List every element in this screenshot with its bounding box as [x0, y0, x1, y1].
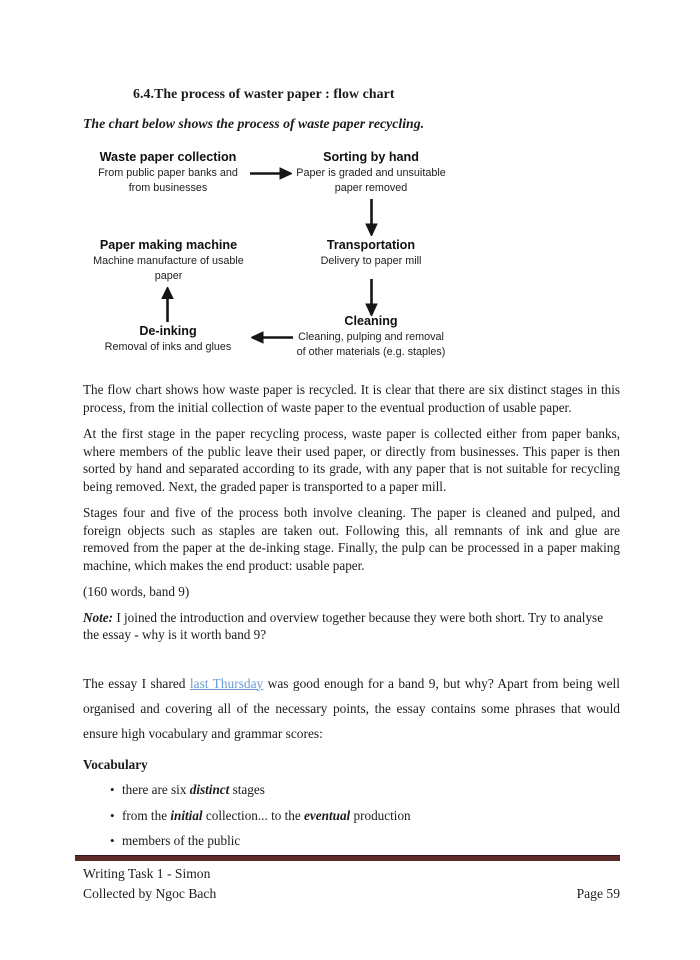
essay-paragraph-stages-4-6: Stages four and five of the process both… — [83, 505, 620, 573]
flow-node-title: Paper making machine — [99, 238, 238, 252]
vocabulary-heading: Vocabulary — [83, 756, 148, 772]
flow-node-desc: Machine manufacture of usable paper — [93, 255, 244, 282]
bullet-emphasis: eventual — [304, 807, 351, 823]
commentary-text-pre: The essay I shared — [83, 675, 190, 691]
word-count-line: (160 words, band 9) — [83, 584, 190, 599]
bullet-text: collection... to the — [202, 807, 305, 823]
flow-node-title: Sorting by hand — [323, 150, 419, 164]
bullet-text: from the — [122, 807, 171, 823]
page-footer: Writing Task 1 - Simon Collected by Ngoc… — [75, 855, 620, 903]
flow-node-title: Transportation — [326, 238, 416, 252]
essay-paragraph-overview: The flow chart shows how waste paper is … — [83, 382, 620, 415]
flow-node-sorting-by-hand: Sorting by hand Paper is graded and unsu… — [291, 150, 451, 195]
author-note: Note: I joined the introduction and over… — [83, 609, 620, 644]
arrow-down-icon — [365, 199, 378, 241]
commentary-text-post: was good enough for a band 9, but why? A… — [83, 675, 621, 741]
flow-node-de-inking: De-inking Removal of inks and glues — [93, 324, 243, 355]
flow-node-title: De-inking — [139, 324, 197, 338]
flow-node-desc: From public paper banks and from busines… — [98, 167, 238, 194]
flow-node-title: Waste paper collection — [99, 150, 237, 164]
bullet-text: there are six — [122, 782, 190, 797]
page-title: 6.4.The process of waster paper : flow c… — [133, 86, 395, 101]
flow-node-desc: Delivery to paper mill — [320, 255, 422, 268]
bullet-text: members of the public — [122, 833, 241, 848]
arrow-up-icon — [161, 285, 174, 327]
commentary-paragraph: The essay I shared last Thursday was goo… — [83, 671, 620, 746]
vocabulary-item: there are six distinct stages — [83, 781, 620, 798]
page-number: Page 59 — [576, 885, 620, 901]
bullet-emphasis: distinct — [189, 782, 230, 797]
flow-node-desc: Paper is graded and unsuitable paper rem… — [296, 167, 446, 194]
essay-paragraph-stages-1-3: At the first stage in the paper recyclin… — [83, 426, 620, 494]
footer-text: Writing Task 1 - Simon Collected by Ngoc… — [75, 864, 620, 903]
flow-chart: Waste paper collection From public paper… — [83, 148, 620, 366]
note-label: Note: — [83, 609, 114, 625]
arrow-down-icon — [365, 279, 378, 321]
bullet-emphasis: initial — [170, 807, 203, 823]
arrow-right-icon — [250, 167, 294, 185]
flow-node-transportation: Transportation Delivery to paper mill — [295, 238, 447, 269]
flow-node-title: Cleaning — [344, 314, 398, 328]
flow-node-waste-paper-collection: Waste paper collection From public paper… — [88, 150, 248, 195]
flow-node-cleaning: Cleaning Cleaning, pulping and removal o… — [281, 314, 461, 359]
bullet-text: stages — [229, 782, 265, 797]
footer-divider — [75, 855, 620, 861]
note-text: I joined the introduction and overview t… — [83, 609, 604, 643]
flow-node-desc: Removal of inks and glues — [104, 341, 232, 354]
vocabulary-item: from the initial collection... to the ev… — [83, 807, 620, 824]
vocabulary-item: members of the public — [83, 832, 620, 849]
bullet-text: production — [350, 807, 411, 823]
footer-line2: Collected by Ngoc Bach — [83, 885, 217, 901]
footer-line1: Writing Task 1 - Simon — [83, 866, 211, 881]
document-content: 6.4.The process of waster paper : flow c… — [83, 0, 620, 849]
flow-node-paper-making-machine: Paper making machine Machine manufacture… — [81, 238, 256, 283]
arrow-left-icon — [249, 331, 293, 349]
task-prompt: The chart below shows the process of was… — [83, 116, 425, 131]
flow-node-desc: Cleaning, pulping and removal of other m… — [296, 331, 446, 358]
last-thursday-link[interactable]: last Thursday — [189, 675, 264, 691]
